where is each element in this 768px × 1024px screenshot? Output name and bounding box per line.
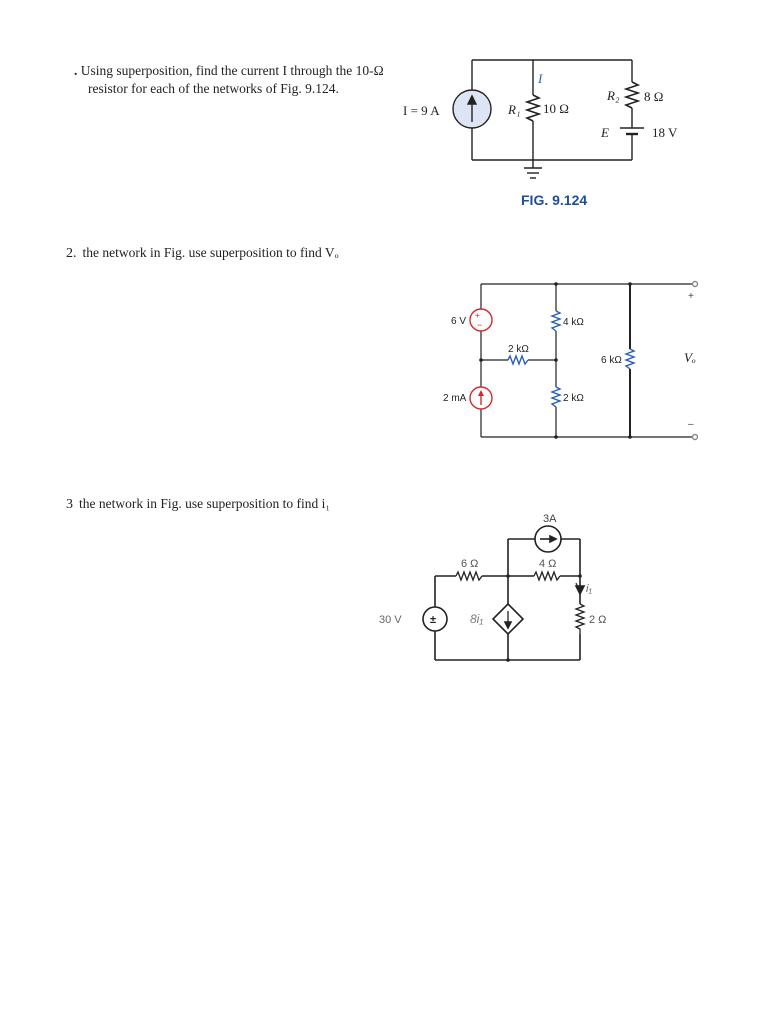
problem-1-line-2: resistor for each of the networks of Fig… [88, 81, 339, 96]
r2-value: 8 Ω [644, 89, 663, 104]
minus-sign: − [477, 320, 482, 330]
vsrc-30v-label: 30 V [379, 614, 402, 626]
r-2k-mid-label: 2 kΩ [508, 344, 529, 355]
resistor-2-ohm [574, 603, 586, 634]
problem-2-statement: the network in Fig. use superposition to… [82, 245, 339, 260]
i1-label: i₁ [586, 583, 592, 595]
resistor-2k-bottom [550, 386, 562, 408]
resistor-4k [550, 310, 562, 332]
node-dots [479, 282, 632, 439]
isrc-3a-label: 3A [543, 513, 557, 525]
figure-problem-3 [422, 525, 586, 661]
resistor-6k [624, 348, 636, 370]
r-4k-label: 4 kΩ [563, 317, 584, 328]
ground-icon [524, 167, 542, 179]
r1-resistor [524, 94, 542, 122]
r-2-ohm-label: 2 Ω [589, 614, 606, 626]
voltage-source-30v-icon [422, 606, 448, 632]
problem-3-number: 3 [66, 497, 73, 512]
r1-value: 10 Ω [543, 101, 569, 116]
figure-3-nodes [506, 574, 582, 662]
current-i-label: I [537, 71, 543, 86]
i1-arrow-icon [574, 585, 586, 596]
figure-problem-2 [480, 283, 695, 438]
r2-label: R₂ [606, 88, 620, 103]
problem-3-statement: the network in Fig. use superposition to… [79, 496, 331, 511]
problem-1-number: . [74, 63, 78, 78]
problem-3-text: 3 the network in Fig. use superposition t… [66, 495, 330, 514]
vsrc-6v-label: 6 V [451, 316, 466, 327]
plus-terminal-label: + [688, 291, 694, 302]
problem-2-number: 2. [66, 246, 77, 261]
dependent-source-label: 8i₁ [470, 612, 483, 626]
plus-minus-sign: ± [430, 614, 436, 626]
source-label-fig1: I = 9 A [403, 103, 440, 118]
resistor-4-ohm [533, 570, 561, 582]
e-value: 18 V [652, 125, 678, 140]
voltage-source-6v-icon [469, 308, 493, 332]
output-terminal-minus [691, 433, 699, 441]
problem-2-text: 2. the network in Fig. use superposition … [66, 244, 339, 263]
output-terminal-plus [691, 280, 699, 288]
figure-2-components [469, 280, 699, 441]
resistor-6-ohm [455, 570, 483, 582]
problem-1-text: . Using superposition, find the current … [74, 62, 414, 98]
e-label: E [600, 125, 609, 140]
problem-1-line-1: Using superposition, find the current I … [80, 63, 384, 78]
figure-caption: FIG. 9.124 [521, 192, 587, 208]
r1-label: R₁ [507, 102, 520, 117]
vo-label: Vₒ [684, 350, 696, 365]
r-4-ohm-label: 4 Ω [539, 558, 556, 570]
minus-terminal-label: – [688, 419, 694, 430]
r-2k-bottom-label: 2 kΩ [563, 393, 584, 404]
r-6k-label: 6 kΩ [601, 355, 622, 366]
resistor-2k-mid [507, 354, 529, 366]
r-6-ohm-label: 6 Ω [461, 558, 478, 570]
plus-sign: + [475, 311, 480, 320]
r2-resistor [623, 81, 641, 109]
figure-9-124 [452, 59, 644, 179]
isrc-2ma-label: 2 mA [443, 393, 467, 404]
